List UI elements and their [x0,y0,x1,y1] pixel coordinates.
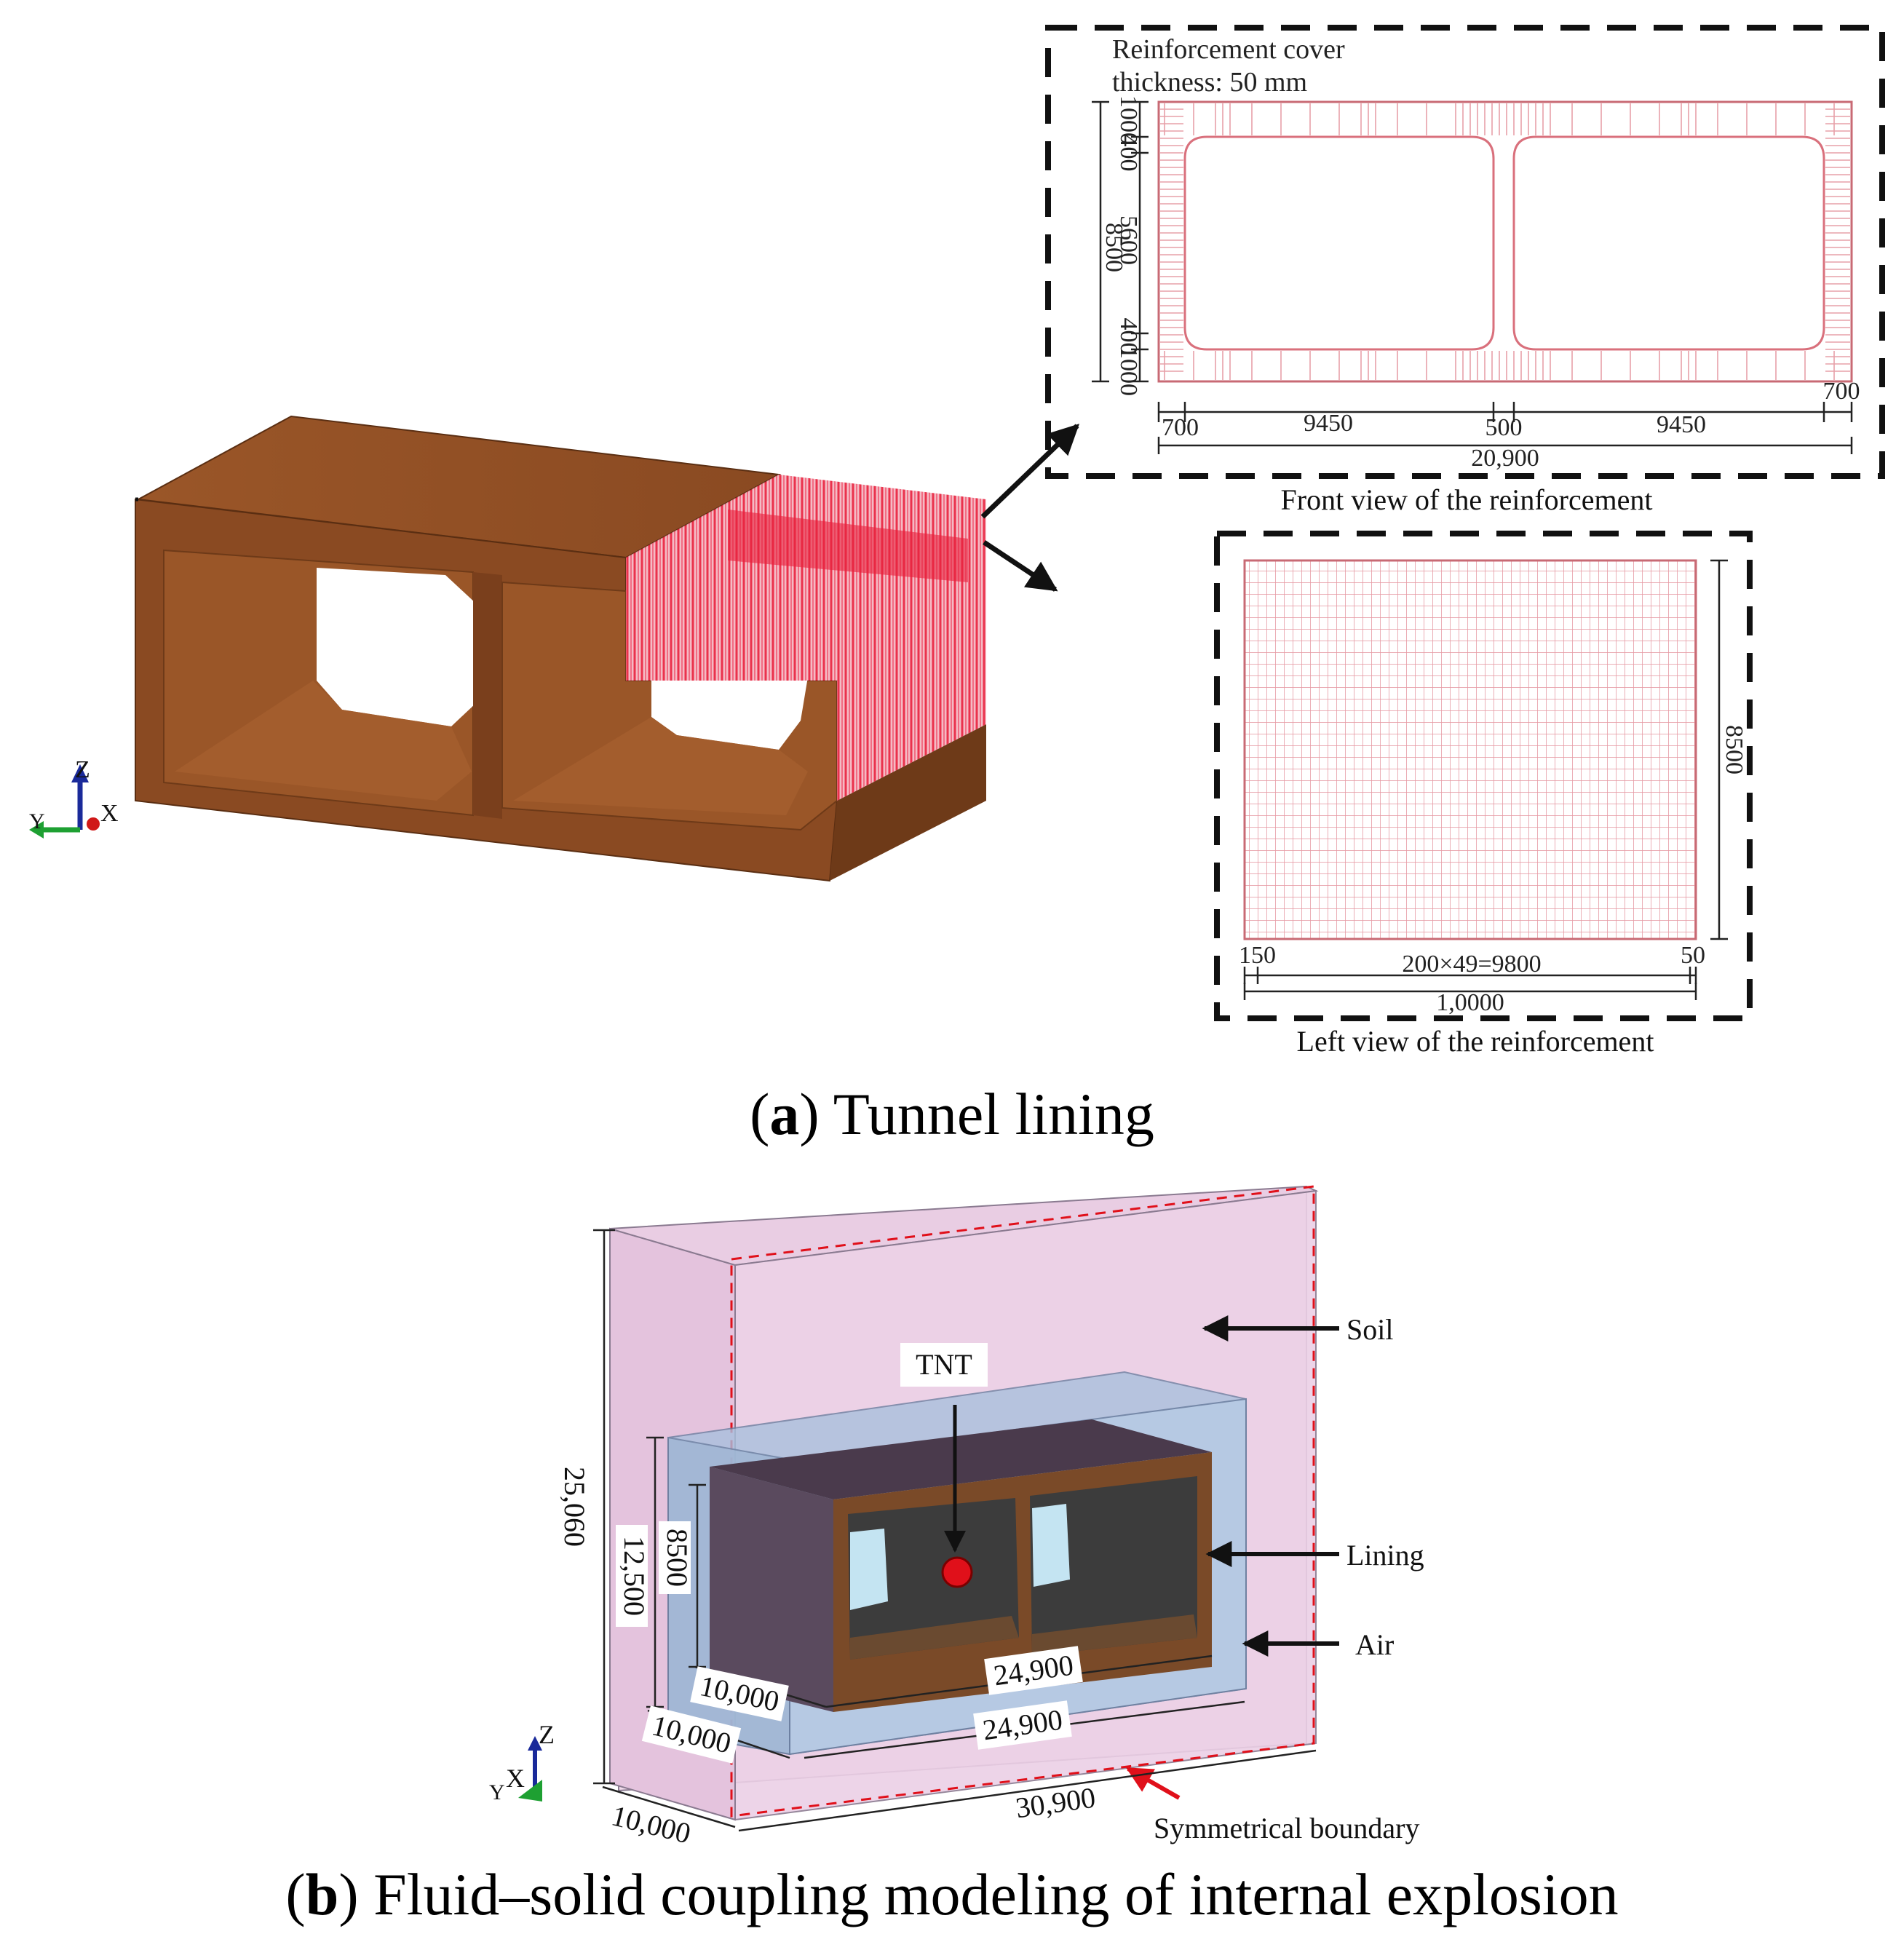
cover-line-2: thickness: 50 mm [1112,67,1307,98]
lining-b-floor-left [850,1616,1019,1660]
dim-8500-b: 8500 [661,1529,694,1587]
tnt-charge [941,1556,973,1588]
tunnel-lining-3d [135,415,986,882]
front-outline [1157,100,1853,383]
dim-12500: 12,500 [618,1536,651,1616]
symmetrical-boundary-arrow [1125,1767,1181,1800]
soil-label: Soil [1346,1313,1393,1346]
pointer-arrow-left [983,540,1058,592]
front-rebar-ticks [1160,103,1850,380]
lining-floor-right [513,717,808,815]
cover-line-1: Reinforcement cover [1112,34,1345,65]
caption-a: (a) Tunnel lining [750,1081,1154,1147]
axis-triad-b: Z Y X [489,1720,555,1804]
labels-b: TNT Soil Lining Air Symmetrical boundary [900,1313,1424,1844]
dim-700-left: 700 [1162,414,1199,441]
front-view-panel: Reinforcement cover thickness: 50 mm 850… [1045,25,1885,516]
left-view-panel: 8500 150 200×49=9800 50 1,0000 Left view… [1214,531,1753,1058]
caption-a-letter: a [769,1081,799,1147]
dim-700-right: 700 [1823,378,1860,405]
dim-20900: 20,900 [1471,445,1539,472]
axis-triad-a: Z Y X [29,756,119,839]
dim-total: 1,0000 [1436,989,1504,1016]
dim-9450-right: 9450 [1657,411,1706,438]
dim-1000-top: 1000 [1115,95,1142,145]
pointer-arrow-front [980,424,1080,519]
axis-x-label-b: X [506,1764,525,1793]
dim-9450-left: 9450 [1304,410,1353,437]
lining-b-cell-right [1030,1476,1197,1656]
dim-400-top: 400 [1115,135,1142,172]
symmetrical-boundary-label: Symmetrical boundary [1154,1812,1419,1844]
fluid-solid-model [609,1185,1319,1821]
axis-z-label-a: Z [75,756,90,783]
axis-y-label-a: Y [29,809,45,833]
tnt-label: TNT [916,1348,972,1381]
lining-b-floor-right [1032,1614,1197,1656]
axis-x-label-a: X [100,800,119,827]
caption-a-text: Tunnel lining [833,1081,1154,1147]
dim-soil-width: 30,900 [1014,1781,1098,1825]
dim-150: 150 [1239,942,1276,969]
axis-y-label-b: Y [489,1780,505,1804]
dim-8500-front: 8500 [1100,223,1127,272]
dim-spacing: 200×49=9800 [1402,951,1541,978]
dim-25060: 25,060 [558,1467,591,1547]
tnt-label-box [900,1343,988,1387]
caption-b-letter: b [306,1861,339,1927]
dim-5600: 5600 [1115,215,1142,265]
front-view-caption: Front view of the reinforcement [1281,483,1653,516]
front-cell-left [1183,135,1495,351]
dim-50: 50 [1681,942,1705,969]
lining-hole-left [317,568,477,726]
dim-400-bottom: 400 [1115,318,1142,355]
front-cell-right [1512,135,1825,351]
dim-500: 500 [1485,414,1523,441]
lining-floor-left [175,681,472,801]
front-view-frame [1045,25,1885,479]
lining-b-cell-left [848,1498,1019,1660]
lining-right-face [830,724,986,881]
lining-side-face [710,1467,833,1712]
air-label: Air [1355,1628,1394,1661]
lining-center-wall [473,572,502,819]
rebar-block-highlight [728,510,968,582]
dim-1000-bottom: 1000 [1115,346,1142,396]
lining-label: Lining [1346,1539,1424,1572]
dim-8500-left: 8500 [1721,725,1748,774]
lining-b-window-right [1032,1504,1070,1587]
symmetric-boundary-line [730,1185,1315,1818]
left-view-grid [1243,559,1697,940]
lining-b-window-left [850,1529,888,1610]
lining-top-face [710,1419,1212,1499]
axis-z-label-b: Z [539,1720,555,1749]
left-view-frame [1214,531,1753,1021]
caption-b: (b) Fluid–solid coupling modeling of int… [285,1861,1618,1927]
left-view-caption: Left view of the reinforcement [1297,1025,1654,1058]
dim-soil-depth: 10,000 [608,1799,694,1850]
caption-b-text: Fluid–solid coupling modeling of interna… [373,1861,1618,1927]
